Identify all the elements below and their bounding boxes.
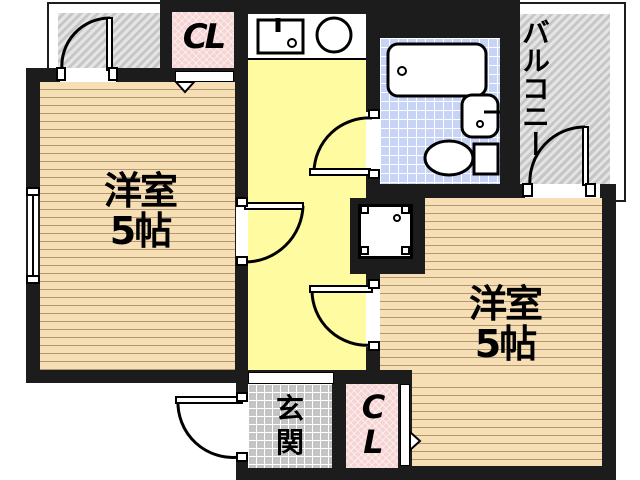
bottom-closet-floor bbox=[346, 384, 398, 468]
right-room-label: 洋室 5帖 bbox=[445, 282, 565, 366]
right-room-floor-bottom bbox=[412, 380, 602, 466]
top-left-door-gap bbox=[60, 68, 116, 82]
right-room-size: 5帖 bbox=[474, 321, 537, 366]
entrance-floor bbox=[248, 384, 332, 468]
entrance-label-1: 玄 bbox=[275, 392, 304, 425]
bathtub-icon bbox=[386, 42, 488, 98]
left-room-floor bbox=[40, 82, 235, 370]
balcony-inner-wall bbox=[500, 0, 520, 200]
left-room-size: 5帖 bbox=[109, 208, 172, 253]
toilet-icon bbox=[423, 139, 475, 177]
corridor-floor bbox=[248, 58, 366, 370]
bottom-closet-label: C L bbox=[346, 388, 398, 462]
closet-arrow-top bbox=[173, 81, 197, 94]
balcony-label: バルコニー bbox=[518, 18, 551, 158]
closet-arrow-bottom bbox=[409, 429, 422, 453]
balcony-door-gap bbox=[525, 184, 600, 198]
top-closet-opening bbox=[175, 71, 234, 82]
balcony-floor bbox=[520, 14, 610, 184]
left-room-name: 洋室 bbox=[103, 169, 178, 213]
top-closet-label: CL bbox=[182, 17, 227, 57]
top-closet-floor bbox=[172, 12, 234, 68]
left-room-label: 洋室 5帖 bbox=[80, 169, 200, 253]
entrance-door-gap bbox=[236, 395, 248, 457]
entrance-step bbox=[248, 372, 334, 384]
bath-door-gap bbox=[366, 112, 380, 172]
entrance-label: 玄 関 bbox=[258, 392, 322, 459]
bottom-closet-opening bbox=[400, 384, 410, 466]
right-room-door-gap bbox=[366, 285, 380, 347]
stove-icon bbox=[315, 16, 353, 54]
right-room-name: 洋室 bbox=[468, 282, 543, 326]
washbasin-icon bbox=[460, 93, 500, 139]
entrance-label-2: 関 bbox=[275, 425, 304, 459]
right-room-floor-ext bbox=[380, 270, 430, 380]
bottom-closet-label-l: L bbox=[363, 423, 383, 462]
porch-door-swing bbox=[60, 16, 111, 71]
bottom-closet-label-c: C bbox=[361, 388, 385, 426]
left-room-door-gap bbox=[236, 200, 248, 262]
